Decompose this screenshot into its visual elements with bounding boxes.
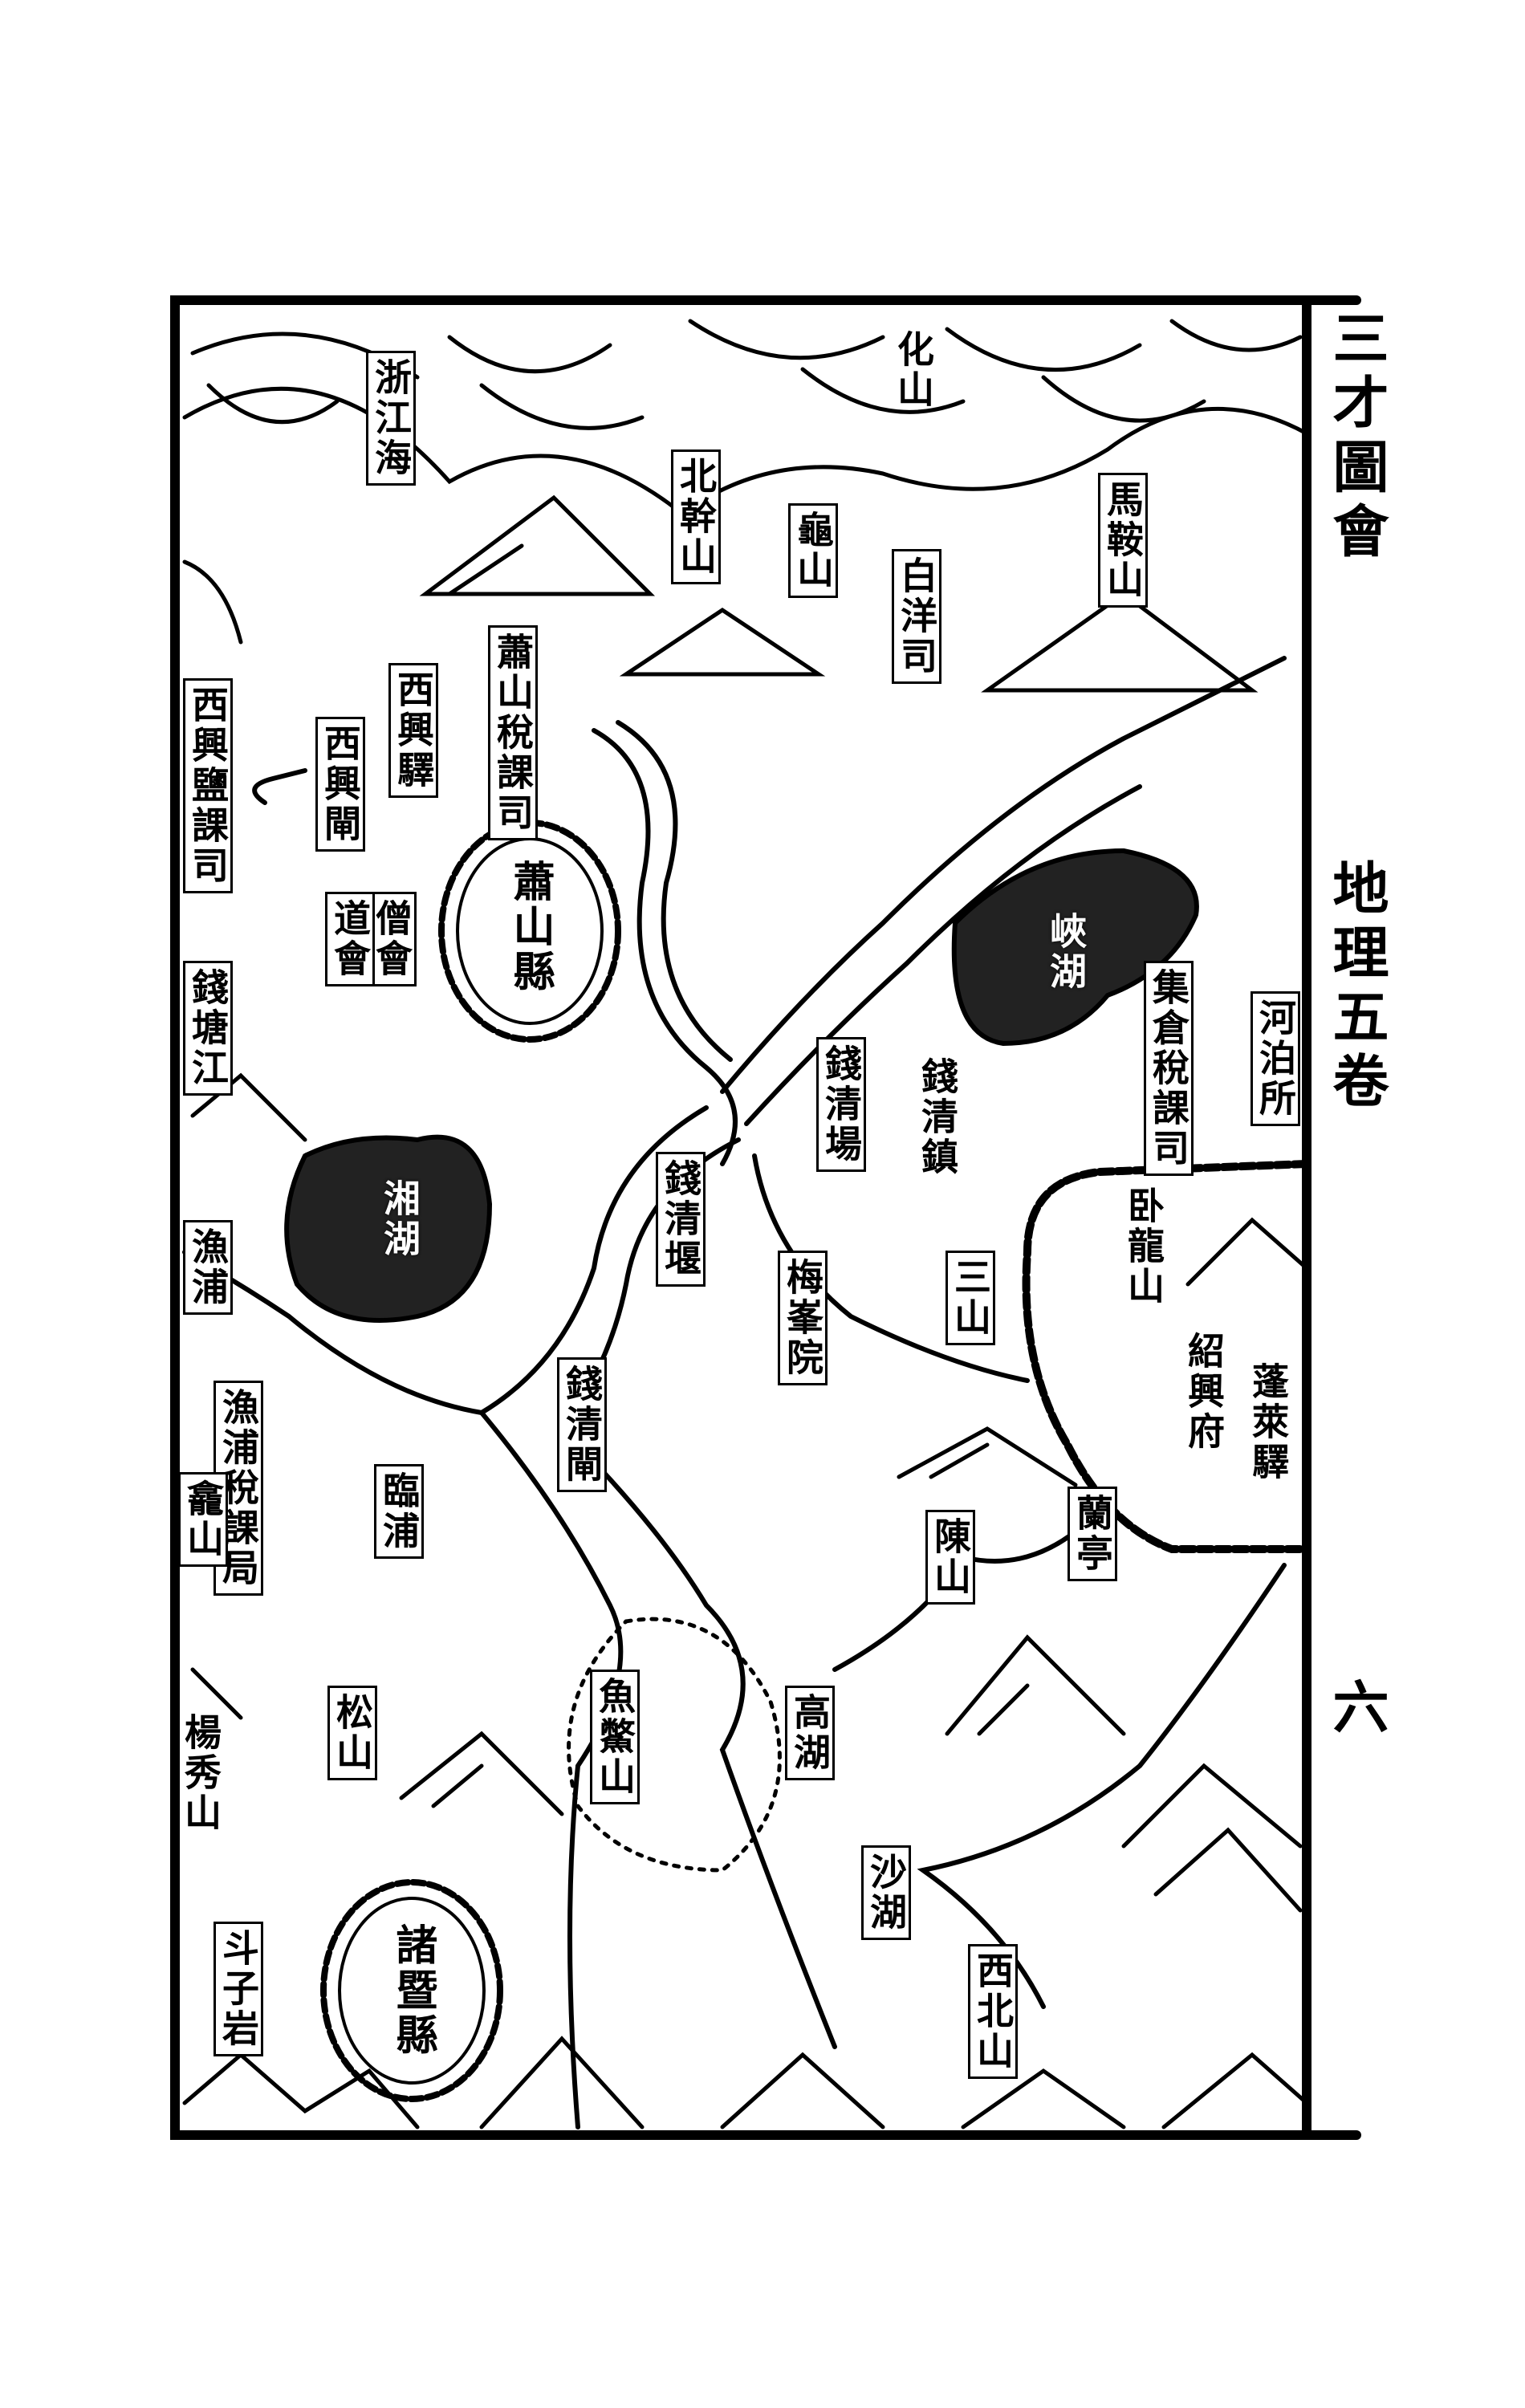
place-label: 西北山 <box>968 1944 1018 2079</box>
shaoxing-city-wall <box>1022 1160 1311 1553</box>
place-label: 梅峯院 <box>778 1251 828 1385</box>
place-label: 馬鞍山 <box>1098 473 1148 608</box>
zhuji-city-wall <box>320 1879 503 2102</box>
place-label: 西興驛 <box>388 663 438 798</box>
place-label: 錢清場 <box>816 1037 866 1172</box>
place-label: 蘭亭 <box>1068 1487 1117 1581</box>
place-label: 蕭山稅課司 <box>488 625 538 840</box>
place-label: 高湖 <box>785 1686 835 1780</box>
place-label: 浙江海 <box>366 351 416 486</box>
place-label: 臨浦 <box>374 1464 424 1559</box>
place-label: 峽湖 <box>1044 912 1088 992</box>
place-label: 湘湖 <box>378 1179 421 1259</box>
place-label: 龕山 <box>178 1472 228 1567</box>
section-title: 地理五卷 <box>1324 859 1390 1116</box>
place-label: 錢清閘 <box>557 1357 607 1492</box>
place-label: 三山 <box>946 1251 995 1345</box>
place-label: 龜山 <box>788 503 838 598</box>
place-label: 西興閘 <box>315 717 365 852</box>
place-label: 楊秀山 <box>179 1713 222 1833</box>
county-seat-label: 蕭山縣 <box>506 860 555 995</box>
place-label: 蓬萊驛 <box>1246 1362 1290 1483</box>
place-label: 僧會 <box>369 892 417 986</box>
gao-lake <box>567 1617 782 1873</box>
place-label: 卧龍山 <box>1122 1186 1165 1307</box>
book-title: 三才圖會 <box>1324 309 1390 566</box>
place-label: 錢塘江 <box>183 961 233 1096</box>
place-label: 斗子岩 <box>214 1922 263 2056</box>
place-label: 陳山 <box>925 1510 975 1605</box>
rivers <box>182 656 1287 2129</box>
mountains <box>182 1072 1309 2129</box>
place-label: 道會 <box>325 892 375 986</box>
place-label: 白洋司 <box>892 549 941 684</box>
place-label: 錢清堰 <box>656 1152 706 1287</box>
place-label: 西興鹽課司 <box>183 678 233 893</box>
map-frame <box>170 295 1312 2140</box>
prefecture-seat-label: 紹興府 <box>1182 1332 1226 1452</box>
xia-lake <box>951 848 1199 1047</box>
place-label: 沙湖 <box>861 1845 911 1940</box>
place-label: 化山 <box>892 330 935 410</box>
county-seat-label: 諸暨縣 <box>388 1923 437 2058</box>
place-label: 魚鱉山 <box>590 1670 640 1804</box>
place-label: 錢清鎮 <box>916 1057 959 1178</box>
place-label: 北幹山 <box>671 449 721 584</box>
place-label: 河泊所 <box>1250 991 1300 1126</box>
place-label: 集倉稅課司 <box>1144 961 1194 1176</box>
page-number: 六 <box>1324 1678 1390 1742</box>
place-label: 漁浦 <box>183 1220 233 1315</box>
place-label: 松山 <box>327 1686 377 1780</box>
xiang-lake <box>284 1134 493 1323</box>
